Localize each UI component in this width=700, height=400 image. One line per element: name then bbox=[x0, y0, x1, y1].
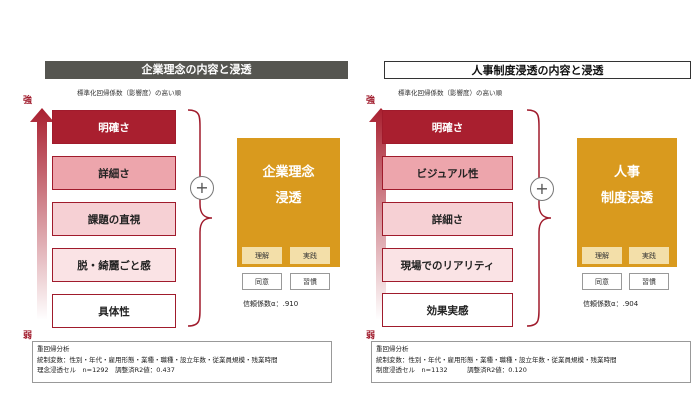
factor-item: 効果実感 bbox=[382, 293, 513, 327]
result-title: 企業理念 浸透 bbox=[262, 165, 315, 206]
sub-item-understanding: 理解 bbox=[582, 247, 622, 264]
sub-item-habit: 習慣 bbox=[290, 273, 330, 290]
sub-item-agreement: 同意 bbox=[242, 273, 282, 290]
curly-brace-icon bbox=[187, 109, 213, 327]
factor-item: 詳細さ bbox=[52, 156, 176, 190]
sub-item-practice: 実践 bbox=[290, 247, 330, 264]
reliability-coefficient: 信頼係数α：.904 bbox=[583, 300, 639, 308]
reliability-coefficient: 信頼係数α：.910 bbox=[243, 300, 299, 308]
panel-hr-system: 人事制度浸透の内容と浸透 標準化回帰係数（影響度）の高い順 強 弱 明確さ ビジ… bbox=[357, 0, 697, 400]
analysis-note: 重回帰分析 統制変数：性別・年代・雇用形態・業種・職種・設立年数・従業員規模・残… bbox=[371, 341, 691, 383]
panel-title: 企業理念の内容と浸透 bbox=[45, 61, 348, 79]
panel-subtitle: 標準化回帰係数（影響度）の高い順 bbox=[77, 89, 181, 97]
strong-label: 強 bbox=[23, 96, 33, 106]
panel-subtitle: 標準化回帰係数（影響度）の高い順 bbox=[398, 89, 502, 97]
factor-item: 具体性 bbox=[52, 294, 176, 328]
sub-item-understanding: 理解 bbox=[242, 247, 282, 264]
factor-item: 課題の直視 bbox=[52, 202, 176, 236]
curly-brace-icon bbox=[526, 109, 552, 327]
up-arrow-icon bbox=[369, 108, 393, 320]
factor-item: 明確さ bbox=[382, 110, 513, 144]
factor-item: 詳細さ bbox=[382, 202, 513, 236]
analysis-note: 重回帰分析 統制変数：性別・年代・雇用形態・業種・職種・設立年数・従業員規模・残… bbox=[32, 341, 332, 383]
sub-item-agreement: 同意 bbox=[582, 273, 622, 290]
factor-item: 現場でのリアリティ bbox=[382, 248, 513, 282]
sub-item-practice: 実践 bbox=[629, 247, 669, 264]
sub-item-habit: 習慣 bbox=[629, 273, 669, 290]
result-box: 人事 制度浸透 bbox=[577, 138, 677, 267]
plus-icon: + bbox=[190, 176, 214, 200]
plus-icon: + bbox=[530, 177, 554, 201]
strong-label: 強 bbox=[366, 96, 376, 106]
factor-item: ビジュアル性 bbox=[382, 156, 513, 190]
weak-label: 弱 bbox=[366, 331, 376, 341]
factor-item: 明確さ bbox=[52, 110, 176, 144]
result-box: 企業理念 浸透 bbox=[237, 138, 340, 267]
up-arrow-icon bbox=[30, 108, 54, 320]
panel-title: 人事制度浸透の内容と浸透 bbox=[384, 61, 691, 79]
weak-label: 弱 bbox=[23, 331, 33, 341]
factor-item: 脱・綺麗ごと感 bbox=[52, 248, 176, 282]
result-title: 人事 制度浸透 bbox=[600, 165, 653, 206]
panel-corporate-philosophy: 企業理念の内容と浸透 標準化回帰係数（影響度）の高い順 強 弱 明確さ 詳細さ … bbox=[0, 0, 348, 400]
